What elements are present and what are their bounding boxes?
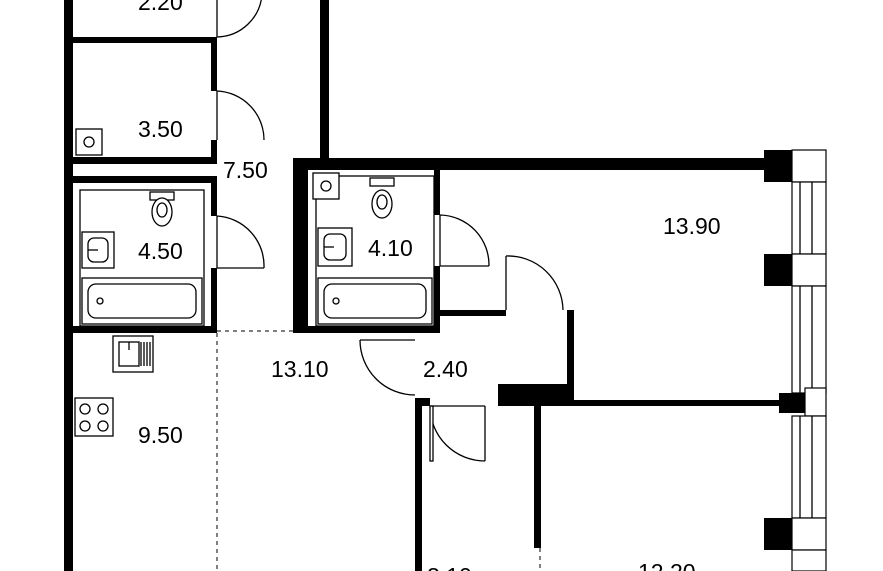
area-storage: 3.50 [138, 116, 183, 142]
area-bedroom-top-right: 13.90 [663, 213, 721, 239]
bathtub-icon [317, 277, 433, 325]
wall-facade-block-2 [764, 254, 792, 286]
wall-left-outer [64, 0, 73, 334]
wall-bathleft-bottom [64, 326, 217, 333]
wall-facade-block-1 [764, 150, 792, 182]
toilet-icon [149, 191, 175, 227]
wall-bathleft-top [64, 176, 217, 183]
toilet-icon [369, 177, 395, 219]
area-bathroom-left: 4.50 [138, 238, 183, 264]
wall-bathright-right-top [434, 170, 440, 215]
zone-lines [216, 330, 541, 571]
wall-facade-block-3 [779, 393, 805, 413]
door-bath-left [216, 215, 265, 269]
wall-jamb-top [211, 37, 217, 91]
area-hall: 7.50 [223, 157, 268, 183]
wall-facade-block-4 [764, 518, 792, 550]
wall-jamb-bath [211, 176, 217, 216]
doors [216, 0, 564, 462]
kitchen-sink-icon [112, 335, 154, 373]
door-storage [216, 90, 265, 141]
area-small-room-bottom: 3.10 [427, 563, 472, 571]
stove-icon [74, 397, 114, 437]
wall-divider-right [567, 400, 782, 406]
window-1-frame [791, 181, 827, 255]
fixtures [74, 128, 435, 437]
washing-machine-icon [75, 128, 103, 156]
wall-storage-bottom [64, 157, 217, 164]
wall-left-outer-lower [64, 334, 73, 571]
area-corridor: 2.40 [423, 356, 468, 382]
area-closet-top: 2.20 [138, 0, 183, 15]
wall-bathright-left [293, 158, 308, 332]
area-bathroom-right: 4.10 [368, 235, 413, 261]
window-3-frame [791, 415, 827, 519]
door-lower-room [429, 405, 486, 462]
window-2 [791, 253, 827, 287]
wall-jamb-mid [211, 140, 217, 164]
wall-jamb-bath-low [211, 268, 217, 332]
window-4 [791, 517, 827, 551]
door-bedroom-top [505, 255, 564, 311]
area-kitchen: 9.50 [138, 422, 183, 448]
door-closet-top [216, 0, 262, 38]
door-corridor-left [359, 339, 416, 396]
wall-corridor-right [567, 310, 574, 406]
window-3 [804, 387, 827, 417]
sink-icon [317, 227, 353, 267]
window-1 [791, 149, 827, 183]
bathtub-icon [81, 277, 203, 325]
washing-machine-icon [312, 172, 340, 200]
wall-lower-left [415, 398, 422, 571]
window-4-frame [791, 549, 827, 571]
wall-corridor-block [498, 384, 574, 406]
wall-bathright-right-low [434, 266, 440, 332]
windows [791, 149, 827, 571]
door-bath-right [439, 214, 490, 267]
door-lower-room-leaf [429, 405, 434, 462]
wall-bathright-bottom [293, 326, 440, 333]
wall-corridor-top [434, 310, 506, 316]
area-living: 13.10 [271, 356, 329, 382]
wall-lower-right [534, 400, 541, 548]
wall-lower-left-cap [415, 398, 430, 406]
sink-icon [81, 231, 115, 269]
wall-long-horizontal [293, 158, 771, 170]
wall-closet-bottom [64, 37, 217, 43]
wall-center-top [320, 0, 329, 162]
area-bedroom-bottom-right: 12.20 [638, 559, 696, 571]
room-labels: 2.20 3.50 7.50 4.50 4.10 13.90 13.10 2.4… [138, 0, 721, 571]
walls [64, 0, 805, 571]
window-2-frame [791, 285, 827, 394]
